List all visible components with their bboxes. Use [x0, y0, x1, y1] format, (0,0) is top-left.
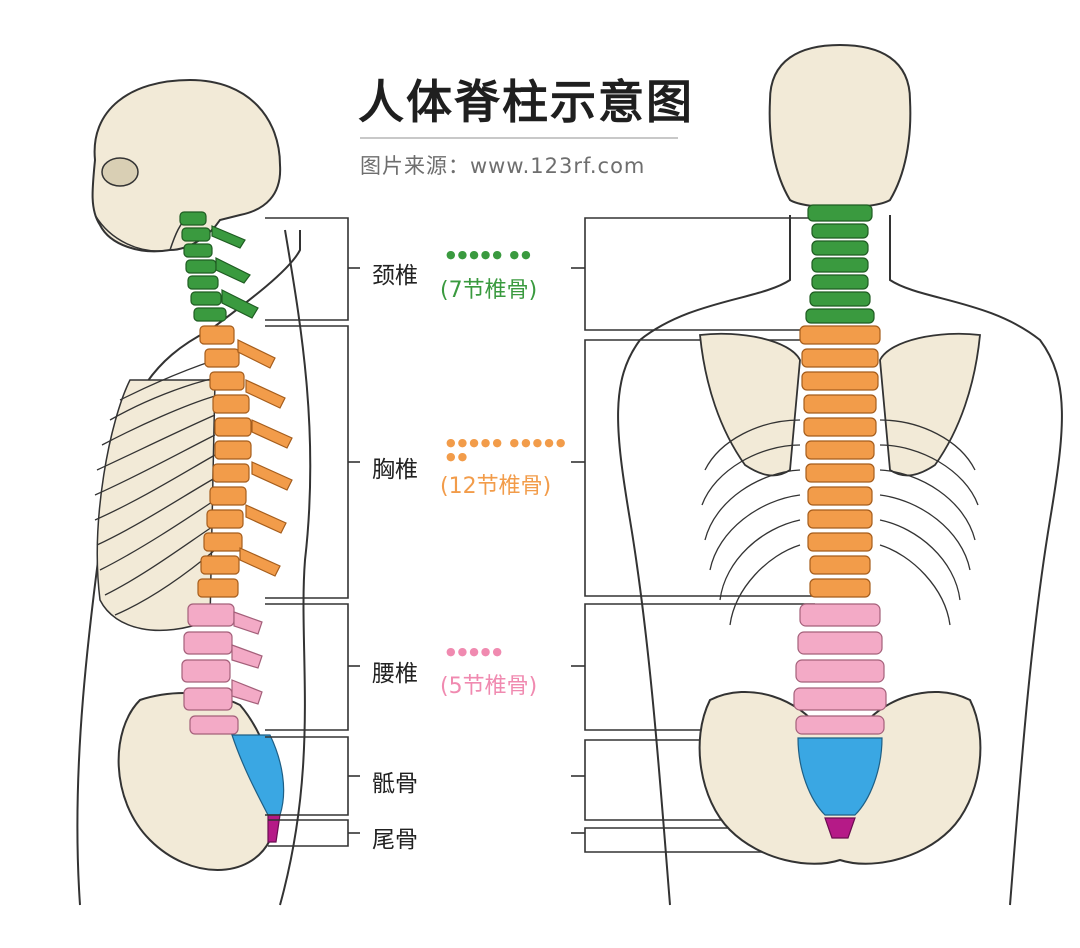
- side-skull: [91, 78, 282, 253]
- cervical-count: (7节椎骨): [440, 278, 538, 303]
- side-lumbar-vertebrae: [181, 603, 263, 735]
- back-lumbar-vertebrae: [793, 603, 887, 735]
- side-back-outline: [279, 229, 312, 906]
- cervical-label: 颈椎: [372, 263, 418, 289]
- side-coccyx: [267, 814, 281, 843]
- thoracic-label: 胸椎: [372, 457, 418, 483]
- title-divider: [360, 137, 678, 139]
- side-rib-cage: [96, 379, 216, 632]
- right-scapula: [879, 332, 981, 477]
- back-ribs: [701, 419, 979, 626]
- back-view-figure: [617, 43, 1063, 906]
- back-body-outline: [617, 215, 791, 906]
- side-view-figure: [76, 78, 312, 906]
- back-cervical-vertebrae: [805, 204, 875, 324]
- lumbar-label: 腰椎: [372, 661, 418, 687]
- side-cervical-vertebrae: [179, 211, 259, 322]
- image-source: 图片来源：www.123rf.com: [360, 154, 646, 178]
- left-scapula: [699, 332, 801, 477]
- thoracic-count: (12节椎骨): [440, 474, 552, 499]
- sacrum-label: 骶骨: [372, 771, 418, 797]
- back-head: [768, 43, 912, 209]
- side-ribs: [94, 359, 216, 616]
- lumbar-count: (5节椎骨): [440, 674, 538, 699]
- back-body-outline-right: [889, 215, 1063, 906]
- lumbar-dots: ●●●●●: [446, 645, 504, 658]
- thoracic-dots: ●●●●● ●●●●●: [446, 436, 568, 449]
- back-thoracic-vertebrae: [799, 325, 881, 598]
- side-eye-socket: [101, 157, 139, 187]
- coccyx-label: 尾骨: [372, 827, 418, 853]
- back-sacrum: [797, 737, 883, 816]
- cervical-dots: ●●●●● ●●: [446, 248, 533, 261]
- back-coccyx: [824, 817, 856, 839]
- page-title: 人体脊柱示意图: [358, 75, 694, 129]
- side-thoracic-vertebrae: [197, 325, 293, 598]
- thoracic-dots-2: ●●: [446, 450, 470, 463]
